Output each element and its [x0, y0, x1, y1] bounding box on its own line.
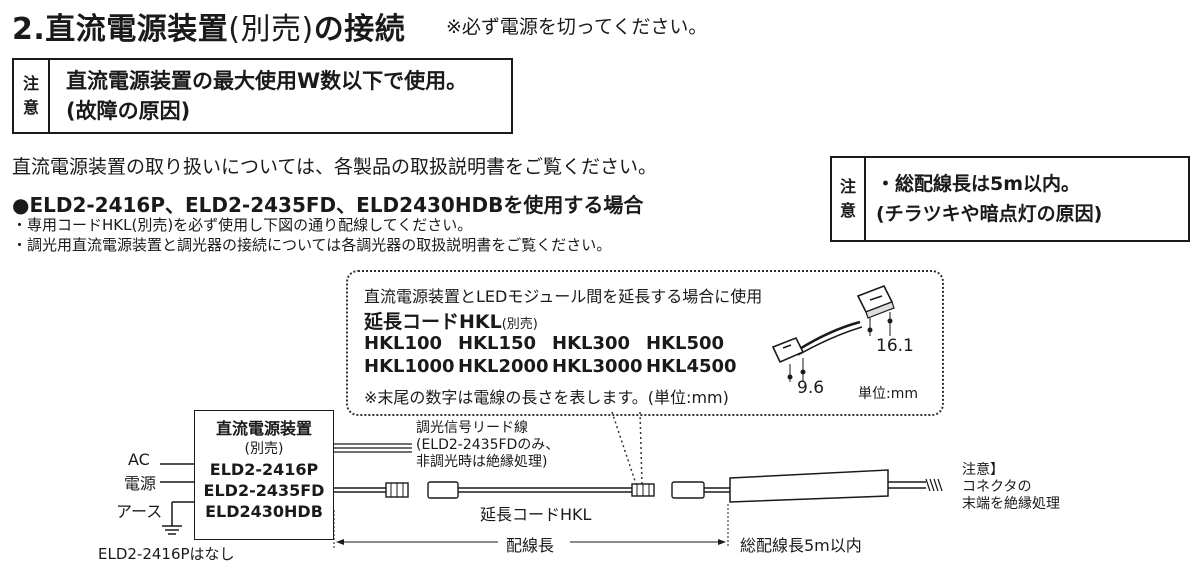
psu-model: ELD2-2435FD [203, 481, 325, 500]
wire-end-hatch [925, 478, 943, 492]
extension-cord-callout [346, 270, 944, 416]
intro-text: 直流電源装置の取り扱いについては、各製品の取扱説明書をご覧ください。 [12, 156, 658, 178]
dc-power-supply-box: 直流電源装置 (別売) ELD2-2416P ELD2-2435FD ELD24… [194, 410, 334, 540]
power-off-note: ※必ず電源を切ってください。 [446, 16, 708, 38]
extension-cord-label: 延長コードHKL [480, 505, 592, 524]
length-dimension-lines [333, 504, 729, 548]
caution-box-total-length: 注意 ・総配線長は5m以内。(チラツキや暗点灯の原因) [830, 156, 1190, 242]
caution-label: 注意 [832, 158, 866, 240]
extension-cord-illustration [771, 284, 895, 382]
instruction-bullet: ・専用コードHKL(別売)を必ず使用し下図の通り配線してください。 [12, 216, 473, 234]
model-item: HKL300 [552, 333, 631, 354]
ac-label: AC [128, 450, 150, 469]
extension-usage-text: 直流電源装置とLEDモジュール間を延長する場合に使用 [364, 287, 763, 306]
caution-text: ・総配線長は5m以内。(チラツキや暗点灯の原因) [876, 173, 1103, 225]
wiring-length-label: 配線長 [506, 536, 555, 555]
model-item: HKL500 [646, 333, 725, 354]
psu-output-connector [334, 482, 409, 498]
end-insulation-note: 注意】 コネクタの 末端を絶縁処理 [962, 462, 1060, 512]
model-item: HKL1000 [364, 356, 455, 377]
led-module [671, 469, 943, 503]
psu-subtitle: (別売) [244, 441, 284, 457]
caution-text: 直流電源装置の最大使用W数以下で使用。(故障の原因) [66, 69, 468, 123]
model-item: HKL150 [458, 333, 537, 354]
psu-title: 直流電源装置 [215, 419, 312, 438]
model-item: HKL3000 [552, 356, 643, 377]
caution-box-max-wattage: 注意 直流電源装置の最大使用W数以下で使用。(故障の原因) [12, 58, 513, 134]
earth-note: ELD2-2416Pはなし [98, 545, 235, 563]
dimming-lead-label: 調光信号リード線 (ELD2-2435FDのみ、 非調光時は絶縁処理) [416, 420, 560, 470]
extension-cord-name: 延長コードHKL(別売) [364, 311, 538, 333]
extension-cord-hkl [427, 481, 655, 499]
caution-label: 注意 [14, 60, 50, 132]
page-title: 2.直流電源装置(別売)の接続 [12, 12, 406, 47]
usage-heading: ●ELD2-2416P、ELD2-2435FD、ELD2430HDBを使用する場… [12, 193, 644, 217]
model-item: HKL4500 [646, 356, 737, 377]
length-note: ※末尾の数字は電線の長さを表します。(単位:mm) [364, 388, 729, 407]
power-label: 電源 [124, 474, 157, 493]
total-length-label: 総配線長5m以内 [740, 536, 862, 555]
psu-model: ELD2430HDB [205, 502, 323, 521]
unit-label: 単位:mm [858, 386, 918, 402]
psu-model: ELD2-2416P [209, 460, 319, 479]
instruction-bullet: ・調光用直流電源装置と調光器の接続については各調光器の取扱説明書をご覧ください。 [12, 236, 612, 254]
earth-label: アース [116, 502, 163, 521]
ac-input-wires [160, 463, 194, 535]
dimension-value: 9.6 [797, 378, 825, 398]
model-item: HKL2000 [458, 356, 549, 377]
model-item: HKL100 [364, 333, 443, 354]
dimming-signal-lead [334, 443, 412, 453]
dimension-value: 16.1 [876, 336, 914, 356]
model-list: HKL100 HKL150 HKL300 HKL500 HKL1000 HKL2… [364, 333, 740, 377]
